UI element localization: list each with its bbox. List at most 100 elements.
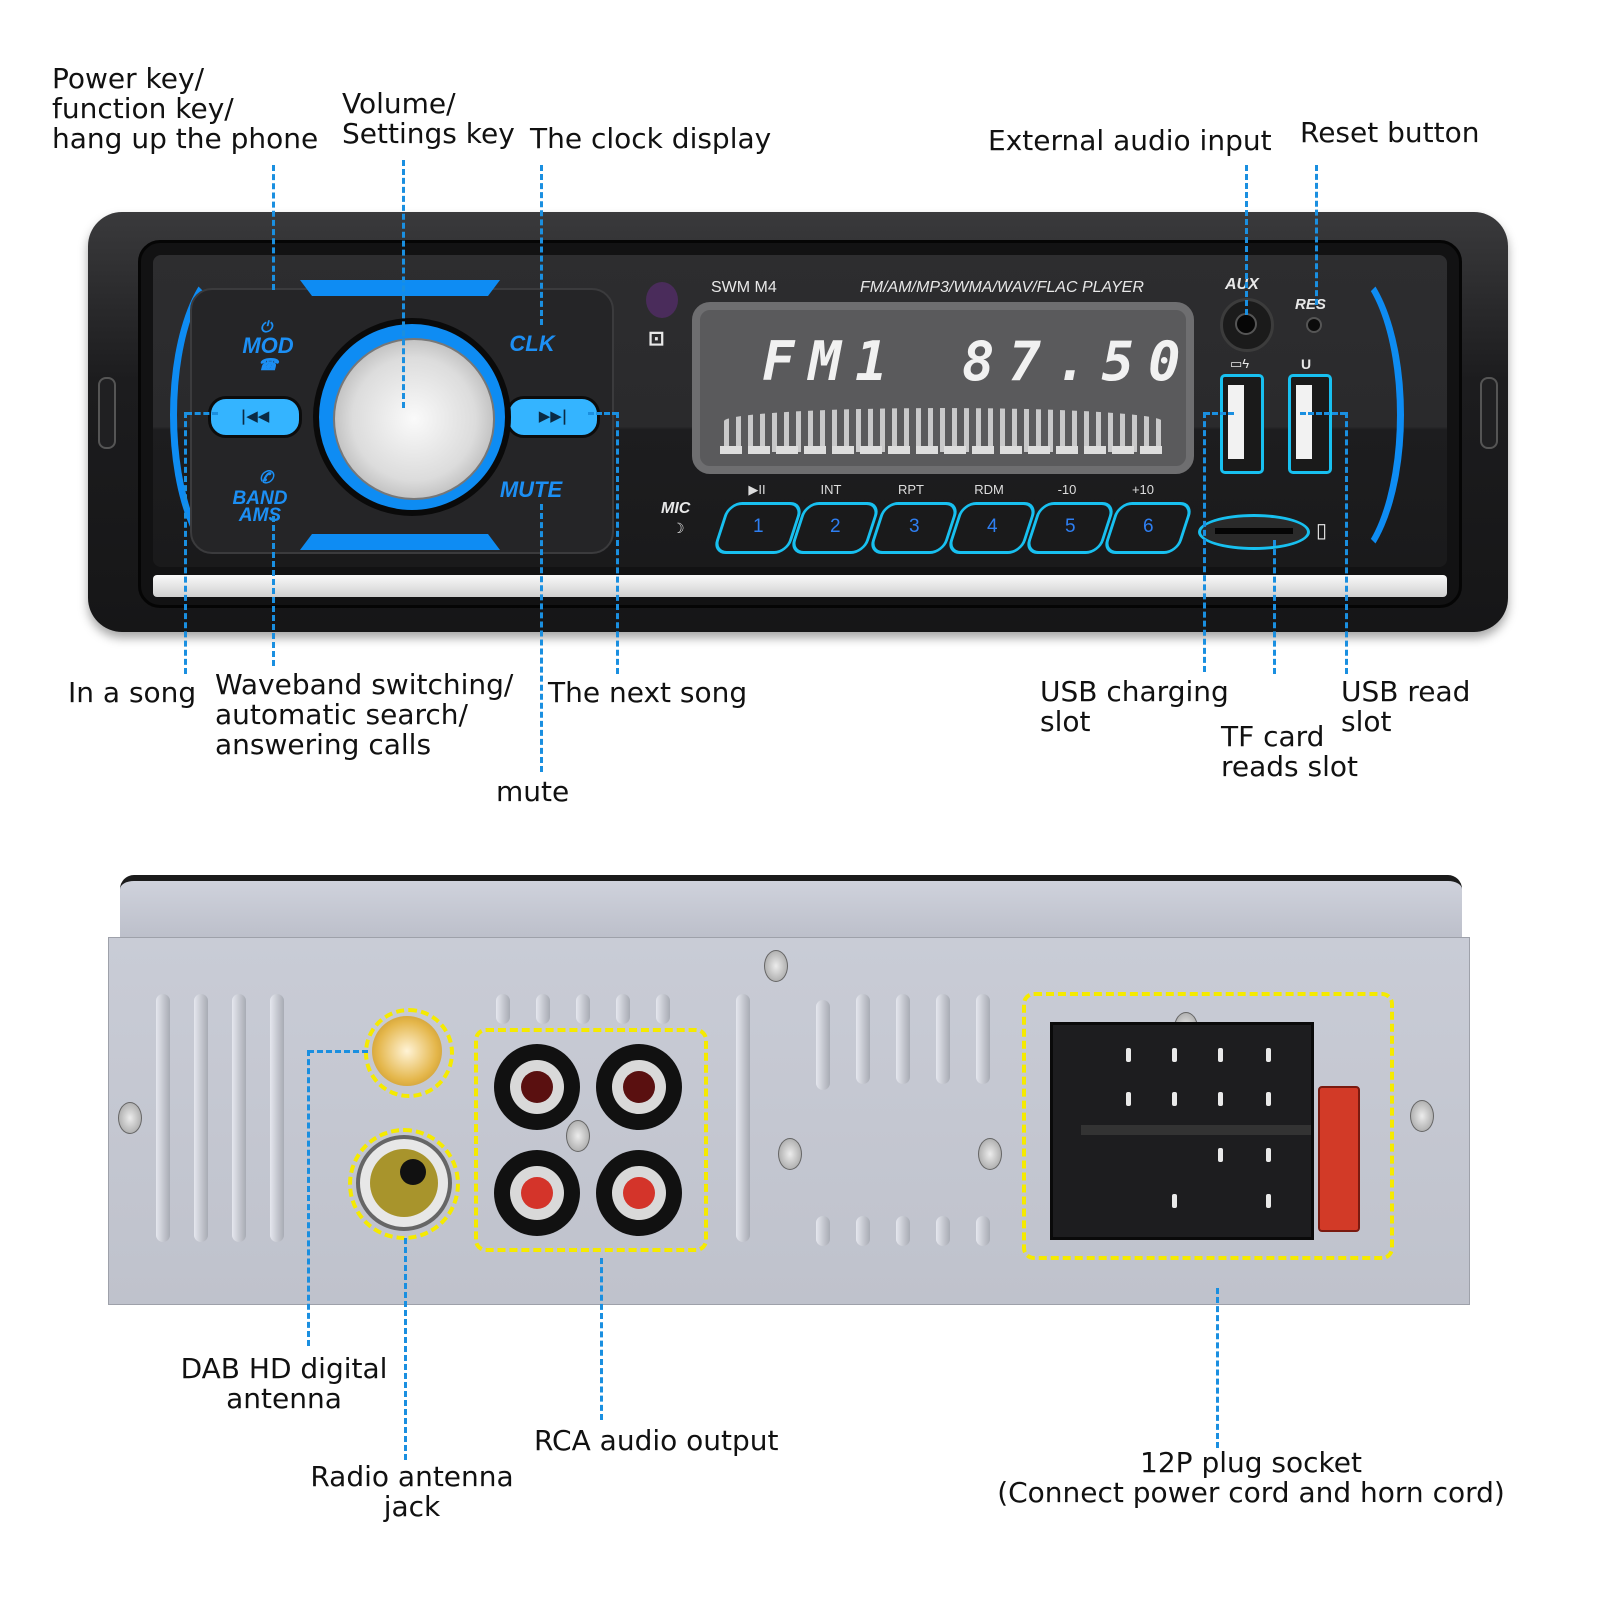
- leader-usbc-h: [1204, 412, 1234, 415]
- leader-usb-read: [1345, 412, 1348, 674]
- vent-slot: [896, 1216, 910, 1246]
- leader-aux: [1245, 165, 1248, 315]
- tf-card-slot[interactable]: [1198, 514, 1310, 550]
- socket-divider: [1081, 1125, 1311, 1135]
- preset-button-1[interactable]: 1: [711, 502, 805, 554]
- preset-button-3[interactable]: 3: [867, 502, 961, 554]
- socket-pin: [1266, 1092, 1271, 1106]
- preset-3-num: 3: [909, 516, 920, 537]
- vent-slot: [856, 994, 870, 1084]
- vent-slot: [936, 994, 950, 1084]
- right-clip: [1480, 377, 1498, 449]
- ir-icon: ⊡: [648, 328, 665, 350]
- label-tf-card: TF card reads slot: [1221, 720, 1359, 783]
- preset-button-6[interactable]: 6: [1101, 502, 1195, 554]
- leader-dab-h: [308, 1050, 368, 1053]
- leader-next: [616, 412, 619, 674]
- bottom-light-strip: [153, 575, 1447, 597]
- socket-pin: [1218, 1048, 1223, 1062]
- vent-slot: [616, 994, 630, 1024]
- label-waveband: Waveband switching/ automatic search/ an…: [215, 668, 514, 761]
- label-dab-antenna: DAB HD digital antenna: [180, 1352, 388, 1415]
- leader-plug: [1216, 1288, 1219, 1448]
- label-external-audio: External audio input: [988, 124, 1272, 157]
- sd-card-icon: ▯: [1316, 520, 1328, 542]
- vent-slot: [576, 994, 590, 1024]
- label-volume-key: Volume/ Settings key: [342, 87, 515, 150]
- label-usb-charging: USB charging slot: [1040, 675, 1229, 738]
- vent-slot: [976, 994, 990, 1084]
- reset-button[interactable]: [1306, 317, 1322, 333]
- label-usb-read: USB read slot: [1341, 675, 1471, 738]
- preset-button-5[interactable]: 5: [1023, 502, 1117, 554]
- mod-button[interactable]: MOD: [242, 333, 294, 358]
- right-blue-arc: [1270, 258, 1404, 572]
- screw: [118, 1102, 142, 1134]
- leader-next-h: [588, 412, 618, 415]
- vent-slot: [816, 1216, 830, 1246]
- socket-pin: [1266, 1194, 1271, 1208]
- label-rca-output: RCA audio output: [534, 1424, 779, 1457]
- preset-2-func: INT: [820, 482, 842, 497]
- left-blue-arc: [170, 258, 304, 572]
- mute-button[interactable]: MUTE: [499, 477, 563, 502]
- clk-button[interactable]: CLK: [509, 331, 555, 356]
- radio-antenna-jack[interactable]: [356, 1135, 452, 1231]
- vent-slot: [816, 1000, 830, 1090]
- preset-button-2[interactable]: 2: [788, 502, 882, 554]
- screw: [764, 950, 788, 982]
- rca-jack-red-2[interactable]: [596, 1150, 682, 1236]
- lcd-level-bars: [720, 446, 1166, 454]
- vent-slot: [936, 1216, 950, 1246]
- label-mute: mute: [496, 775, 570, 808]
- next-track-button[interactable]: ▶▶|: [506, 396, 600, 438]
- screw: [778, 1138, 802, 1170]
- leader-band: [272, 516, 275, 666]
- prev-track-button[interactable]: |◀◀: [208, 396, 302, 438]
- rca-highlight: [474, 1028, 708, 1252]
- aux-label: AUX: [1225, 276, 1259, 293]
- preset-4-func: RDM: [974, 482, 1004, 497]
- socket-pin: [1172, 1092, 1177, 1106]
- volume-knob[interactable]: [313, 318, 511, 516]
- preset-button-4[interactable]: 4: [945, 502, 1039, 554]
- screw: [1410, 1100, 1434, 1132]
- label-clock-display: The clock display: [530, 122, 772, 155]
- dab-antenna-connector[interactable]: [372, 1016, 442, 1086]
- label-power-key: Power key/ function key/ hang up the pho…: [52, 62, 319, 155]
- rca-jack-white-1[interactable]: [494, 1044, 580, 1130]
- rca-jack-red-1[interactable]: [494, 1150, 580, 1236]
- label-radio-antenna: Radio antenna jack: [310, 1460, 514, 1523]
- leader-radio-antenna: [404, 1238, 407, 1460]
- preset-4-num: 4: [987, 516, 998, 537]
- prev-track-icon: |◀◀: [240, 407, 270, 425]
- usb-read-port[interactable]: [1288, 374, 1332, 474]
- dab-highlight: [364, 1008, 454, 1098]
- band-ams-button[interactable]: BAND AMS: [232, 488, 288, 526]
- answer-phone-icon: ✆: [258, 468, 274, 487]
- vent-slot: [976, 1216, 990, 1246]
- vent-slot: [194, 994, 208, 1242]
- vent-slot: [736, 994, 750, 1242]
- top-accent-bar: [300, 280, 500, 296]
- next-track-icon: ▶▶|: [538, 407, 568, 425]
- leader-prev: [184, 412, 187, 674]
- mic-label: MIC: [661, 500, 691, 517]
- leader-mute: [540, 504, 543, 772]
- fuse: [1318, 1086, 1360, 1232]
- socket-pin: [1126, 1092, 1131, 1106]
- vent-slot: [896, 994, 910, 1084]
- iso-12p-socket[interactable]: [1050, 1022, 1314, 1240]
- leader-volume: [402, 160, 405, 408]
- socket-pin: [1172, 1194, 1177, 1208]
- vent-slot: [856, 1216, 870, 1246]
- usb-charging-port[interactable]: [1220, 374, 1264, 474]
- battery-charge-icon: ▭ϟ: [1230, 356, 1250, 371]
- label-next-song: The next song: [548, 676, 748, 709]
- vent-slot: [536, 994, 550, 1024]
- vent-slot: [496, 994, 510, 1024]
- leader-clock: [540, 165, 543, 325]
- preset-5-func: -10: [1057, 482, 1077, 497]
- res-label: RES: [1295, 296, 1326, 313]
- rca-jack-white-2[interactable]: [596, 1044, 682, 1130]
